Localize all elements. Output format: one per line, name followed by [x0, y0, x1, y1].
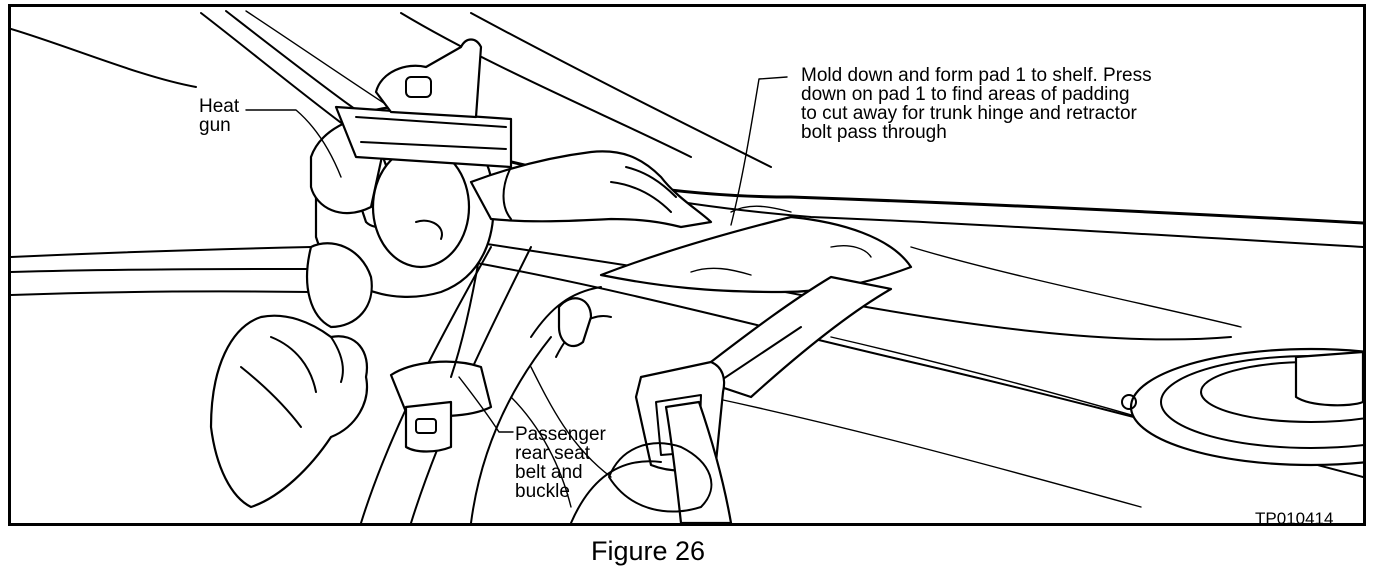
right-hand [469, 150, 713, 229]
heat-gun-callout: Heat gun [199, 96, 240, 136]
left-hand [209, 314, 369, 509]
figure-caption: Figure 26 [591, 536, 706, 566]
formed-pad [599, 205, 913, 294]
part-number-label: TP010414 [1255, 509, 1334, 526]
leader-lines [245, 76, 788, 433]
heat-gun [306, 105, 513, 329]
figure-frame: Heat gun Mold down and form pad 1 to she… [8, 4, 1366, 526]
speaker-grille [1121, 347, 1363, 467]
belt-latch [570, 360, 733, 523]
mounting-tab [374, 38, 483, 119]
left-seat-belt [389, 246, 493, 453]
line-illustration [11, 10, 1363, 523]
mold-pad-callout: Mold down and form pad 1 to shelf. Press… [801, 65, 1152, 143]
passenger-belt-callout: Passenger rear seat belt and buckle [515, 424, 606, 502]
pillar-lines [11, 10, 772, 296]
pillar-trim [360, 246, 612, 523]
